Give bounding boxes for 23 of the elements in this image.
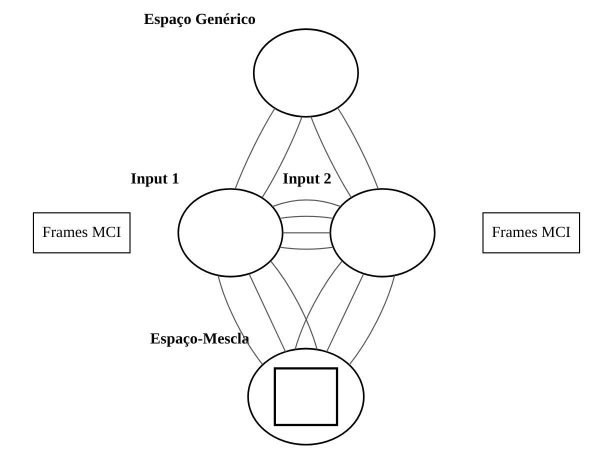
connector — [326, 274, 364, 352]
connector — [248, 274, 286, 352]
node-circle — [329, 188, 436, 278]
node-label: Input 2 — [282, 170, 331, 188]
node-circle — [176, 188, 283, 278]
connector — [282, 232, 330, 234]
node-box: Frames MCI — [482, 212, 580, 254]
connector — [270, 260, 318, 350]
connector — [310, 116, 352, 198]
node-label: Espaço Genérico — [143, 10, 256, 28]
connector — [217, 275, 262, 365]
node-label: Input 1 — [130, 170, 179, 188]
node-circle — [246, 348, 364, 446]
connector — [272, 199, 340, 208]
node-box: Frames MCI — [32, 212, 130, 254]
node-circle — [252, 28, 358, 118]
connector — [261, 116, 302, 198]
connector — [234, 108, 275, 190]
connector — [348, 275, 395, 366]
connector — [336, 108, 378, 190]
connector — [279, 216, 333, 219]
connector — [294, 260, 342, 350]
connector — [279, 246, 333, 250]
